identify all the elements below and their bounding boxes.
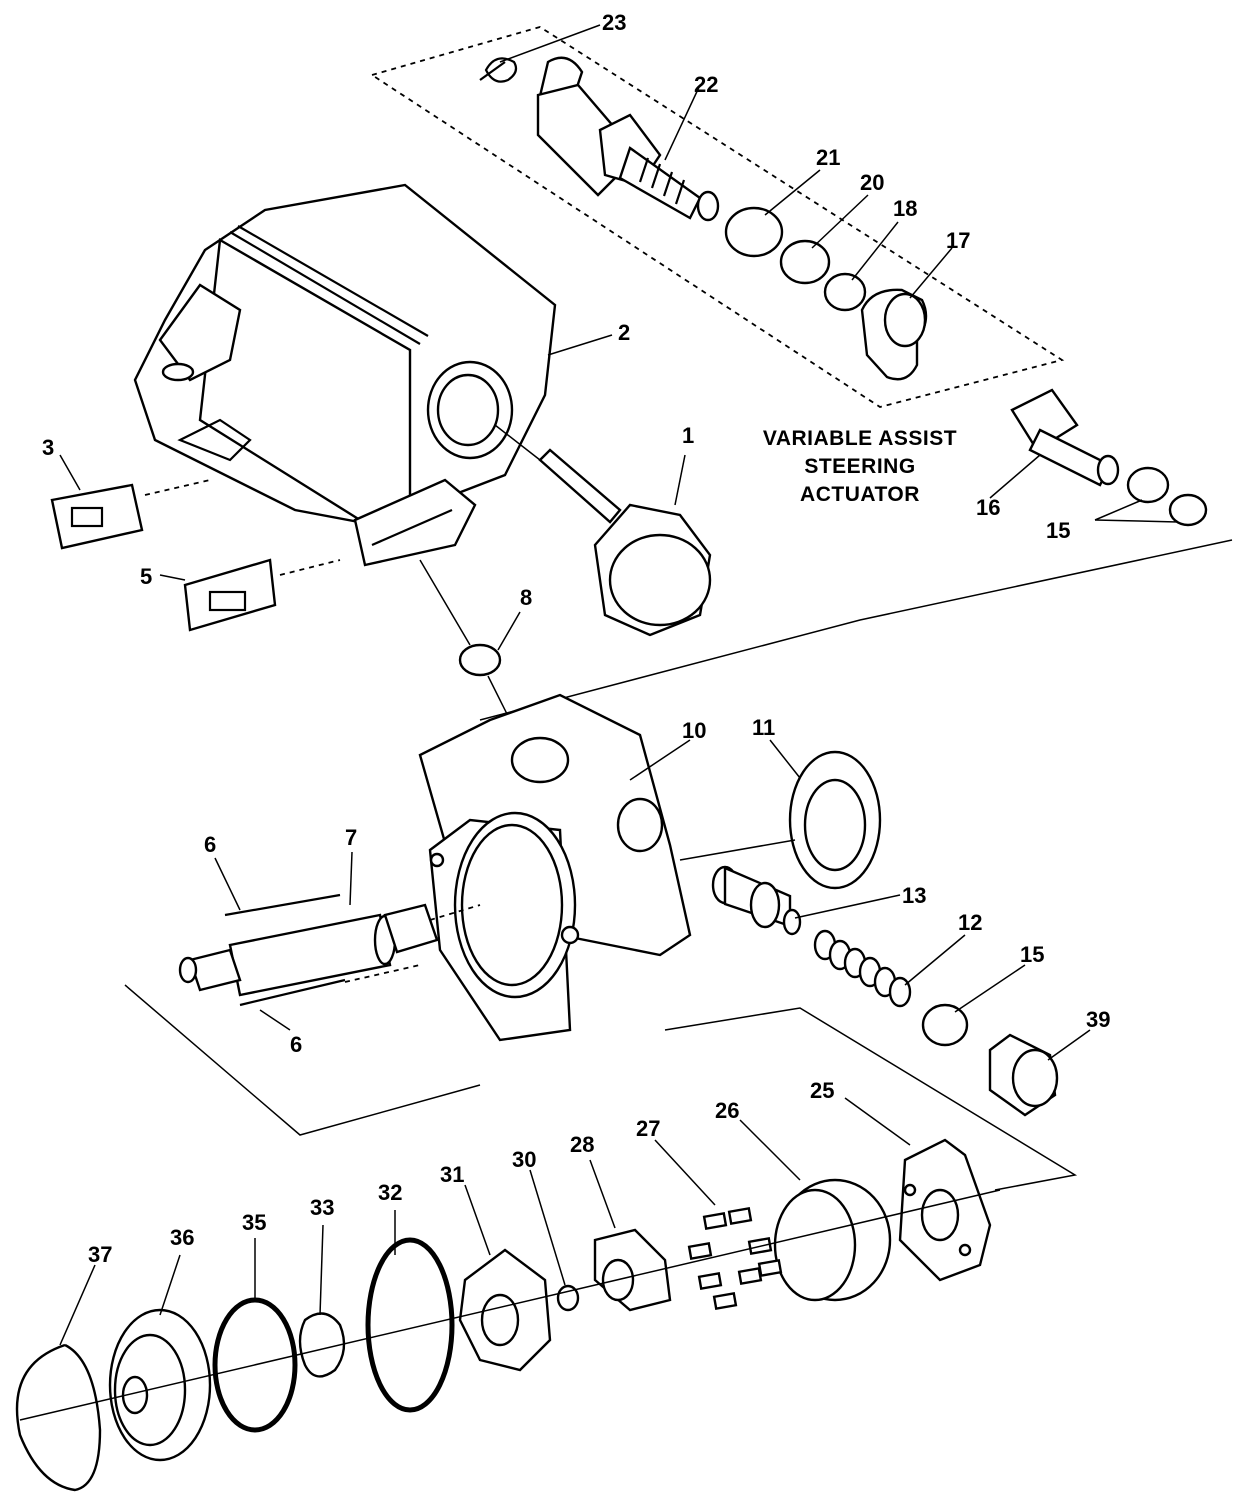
- part-1-dipstick-cap: [494, 424, 712, 637]
- callout-37: 37: [88, 1242, 112, 1267]
- callout-33: 33: [310, 1195, 334, 1220]
- assembly-boundary-line-upper: [479, 539, 1233, 721]
- callout-36: 36: [170, 1225, 194, 1250]
- callout-6-lower: 6: [290, 1032, 302, 1057]
- callout-26: 26: [715, 1098, 739, 1123]
- part-17-sleeve: [860, 288, 928, 381]
- part-27-vanes: [687, 1206, 783, 1311]
- callout-39: 39: [1086, 1007, 1110, 1032]
- actuator-group-dashed-box: [371, 26, 1065, 408]
- callout-7: 7: [345, 825, 357, 850]
- leader-lines: [59, 24, 1179, 1346]
- callout-13: 13: [902, 883, 926, 908]
- part-8-o-ring: [458, 643, 502, 677]
- part-31-thrust-plate: [458, 1248, 552, 1372]
- callout-15-lower: 15: [1020, 942, 1044, 967]
- callout-3: 3: [42, 435, 54, 460]
- callout-25: 25: [810, 1078, 834, 1103]
- callout-5: 5: [140, 564, 152, 589]
- part-15-o-ring-a: [1126, 466, 1170, 504]
- part-16-valve: [1010, 388, 1120, 487]
- part-26-cam-ring: [773, 1178, 892, 1302]
- callout-18: 18: [893, 196, 917, 221]
- callout-17: 17: [946, 228, 970, 253]
- part-15-o-ring-c: [921, 1003, 969, 1047]
- callout-12: 12: [958, 910, 982, 935]
- part-22-actuator-solenoid: [536, 56, 720, 222]
- callout-8: 8: [520, 585, 532, 610]
- part-15-o-ring-b: [1168, 493, 1208, 527]
- part-21-o-ring: [724, 206, 784, 258]
- assembly-boundary-line-left: [124, 984, 481, 1136]
- part-39-plug: [988, 1033, 1059, 1117]
- callout-20: 20: [860, 170, 884, 195]
- callout-28: 28: [570, 1132, 594, 1157]
- callout-35: 35: [242, 1210, 266, 1235]
- callout-6-upper: 6: [204, 832, 216, 857]
- callout-22: 22: [694, 72, 718, 97]
- assembly-boundary-line-right: [664, 1007, 1078, 1191]
- callout-21: 21: [816, 145, 840, 170]
- part-33-seal: [298, 1312, 346, 1378]
- part-5-clip: [183, 558, 341, 632]
- part-3-clip: [50, 479, 211, 550]
- callout-1: 1: [682, 423, 694, 448]
- callout-15-upper: 15: [1046, 518, 1070, 543]
- callout-31: 31: [440, 1162, 464, 1187]
- variable-assist-caption: VARIABLE ASSIST STEERING ACTUATOR: [763, 427, 957, 506]
- exploded-axis-line: [19, 1189, 1001, 1421]
- callout-30: 30: [512, 1147, 536, 1172]
- callout-10: 10: [682, 718, 706, 743]
- part-12-spring: [813, 929, 912, 1008]
- callout-32: 32: [378, 1180, 402, 1205]
- callout-23: 23: [602, 10, 626, 35]
- part-13-flow-control-valve: [711, 865, 802, 936]
- caption-line-1: VARIABLE ASSIST: [763, 427, 957, 450]
- callout-labels: 23 22 21 20 18 17 2 1 3 5 8 16 15 10 11 …: [42, 10, 1110, 1267]
- part-2-reservoir: [133, 183, 557, 567]
- part-10-pump-housing: [418, 693, 692, 1042]
- part-20-o-ring: [779, 239, 831, 285]
- caption-line-3: ACTUATOR: [800, 483, 920, 506]
- part-23-clip: [479, 57, 518, 83]
- caption-line-2: STEERING: [804, 455, 915, 478]
- part-6-pin-lower: [239, 978, 346, 1007]
- part-37-retaining-ring: [15, 1343, 102, 1492]
- part-7-shaft: [178, 903, 481, 997]
- callout-2: 2: [618, 320, 630, 345]
- callout-16: 16: [976, 495, 1000, 520]
- part-6-pin-upper: [224, 893, 341, 917]
- part-18-o-ring: [823, 272, 867, 312]
- callout-11: 11: [752, 715, 775, 740]
- part-11-seal: [679, 750, 882, 890]
- part-36-end-plate: [108, 1308, 212, 1462]
- callout-27: 27: [636, 1116, 660, 1141]
- part-32-o-ring: [365, 1237, 455, 1413]
